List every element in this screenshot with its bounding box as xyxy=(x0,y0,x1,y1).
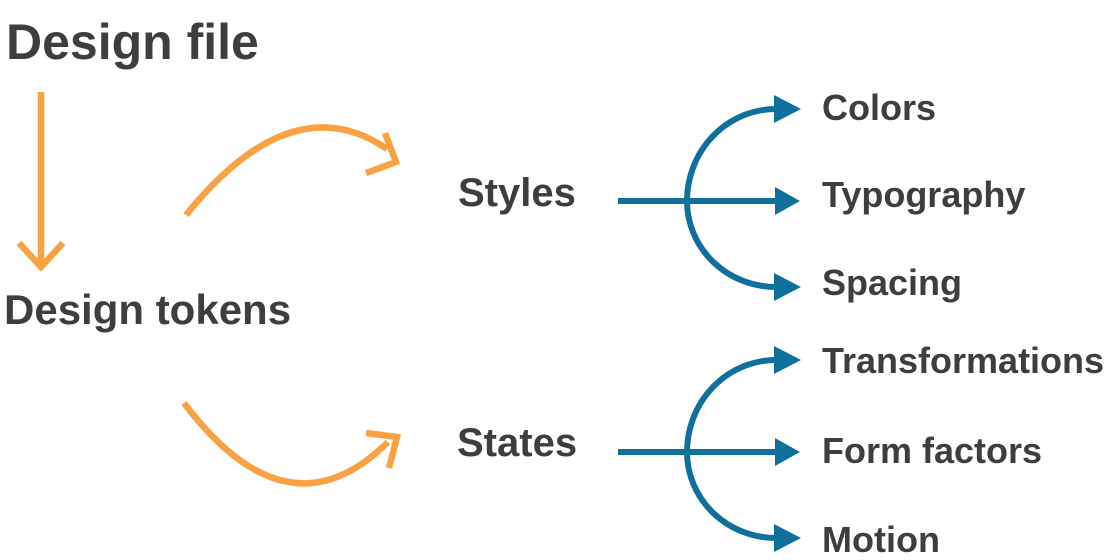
label-motion: Motion xyxy=(822,519,940,560)
label-colors: Colors xyxy=(822,87,937,128)
curved-arrow-down-right-icon xyxy=(181,401,402,487)
label-transformations: Transformations xyxy=(822,340,1105,381)
states-fork-arrow-icon xyxy=(618,346,801,552)
curved-arrow-up-right-icon xyxy=(183,124,401,218)
label-spacing: Spacing xyxy=(822,262,963,303)
label-form-factors: Form factors xyxy=(822,430,1043,471)
design-file-label: Design file xyxy=(6,14,259,70)
design-tokens-label: Design tokens xyxy=(4,286,292,333)
styles-fork-arrow-icon xyxy=(618,95,801,301)
states-label: States xyxy=(457,421,578,465)
arrow-down-icon xyxy=(16,92,66,272)
styles-label: Styles xyxy=(458,171,576,215)
label-typography: Typography xyxy=(822,174,1026,215)
